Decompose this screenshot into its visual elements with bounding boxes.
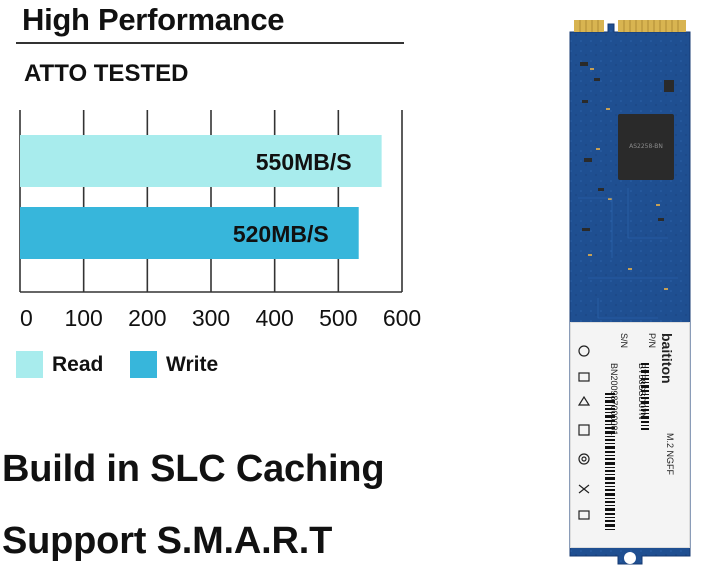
legend-swatch-read xyxy=(16,351,43,378)
legend-label-read: Read xyxy=(52,353,104,376)
title-divider xyxy=(16,42,404,44)
ssd-model: M.2 NGFF xyxy=(665,433,675,475)
x-tick-label-0: 0 xyxy=(20,305,33,331)
chart-x-ticks: 0 100 200 300 400 500 600 xyxy=(20,305,421,331)
feature-smart: Support S.M.A.R.T xyxy=(2,520,333,562)
x-tick-label-100: 100 xyxy=(64,305,102,331)
speed-bar-chart: 550MB/S 520MB/S 0 100 200 300 400 500 600 xyxy=(19,110,421,331)
feature-slc-caching: Build in SLC Caching xyxy=(2,448,385,490)
controller-chip-text: AS2258-BN xyxy=(629,143,663,150)
certification-icons xyxy=(577,345,591,520)
legend-swatch-write xyxy=(130,351,157,378)
ssd-brand: baititon xyxy=(659,333,675,384)
x-tick-label-200: 200 xyxy=(128,305,166,331)
ssd-sn-label: S/N xyxy=(619,333,629,349)
x-tick-label-500: 500 xyxy=(319,305,357,331)
chart-data-labels: 550MB/S 520MB/S xyxy=(233,149,352,247)
data-label-write: 520MB/S xyxy=(233,221,329,247)
ssd-barcodes xyxy=(605,363,649,530)
x-tick-label-400: 400 xyxy=(255,305,293,331)
bar-read xyxy=(20,135,382,187)
x-tick-label-600: 600 xyxy=(383,305,421,331)
x-tick-label-300: 300 xyxy=(192,305,230,331)
chart-subtitle: ATTO TESTED xyxy=(24,60,189,87)
page-title: High Performance xyxy=(22,2,285,37)
ssd-pn-label: P/N xyxy=(647,333,657,349)
data-label-read: 550MB/S xyxy=(256,149,352,175)
chart-bars xyxy=(20,135,382,259)
bar-write xyxy=(20,207,359,259)
ssd-product-label: baititon M.2 NGFF P/N BT58SSD07N S/N BN2… xyxy=(570,322,690,548)
legend-label-write: Write xyxy=(166,353,219,376)
